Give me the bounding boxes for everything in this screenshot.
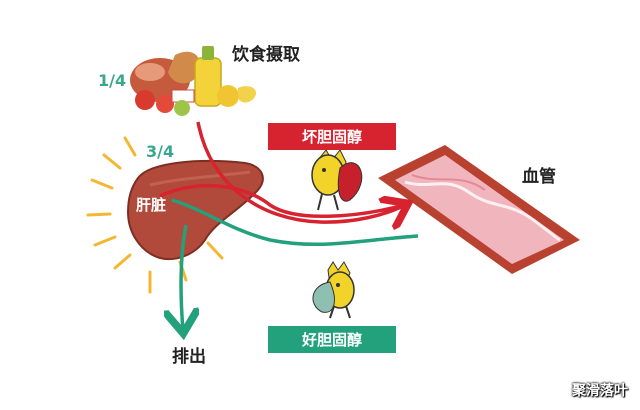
bad-cholesterol-character — [311, 149, 363, 211]
liver-label: 肝脏 — [136, 196, 167, 214]
blood-vessel — [378, 145, 580, 274]
good-cholesterol-banner: 好胆固醇 — [268, 326, 396, 353]
vessel-to-liver-arrow — [171, 198, 419, 247]
liver-to-vessel-arrow — [159, 183, 406, 218]
excretion-label: 排出 — [172, 347, 206, 367]
bad-cholesterol-banner: 坏胆固醇 — [268, 123, 396, 150]
blood-vessel-label: 血管 — [522, 167, 556, 187]
liver-fraction-label: 3/4 — [146, 142, 175, 161]
diet-intake-label: 饮食摄取 — [232, 45, 300, 65]
good-cholesterol-character — [312, 261, 355, 319]
food-pile-icon — [130, 46, 257, 116]
diet-to-vessel-arrow — [196, 121, 405, 222]
sun-rays — [86, 136, 224, 294]
watermark: 聚滑落叶 — [572, 383, 628, 399]
diet-fraction-label: 1/4 — [98, 71, 127, 90]
excretion-arrow — [181, 224, 186, 330]
